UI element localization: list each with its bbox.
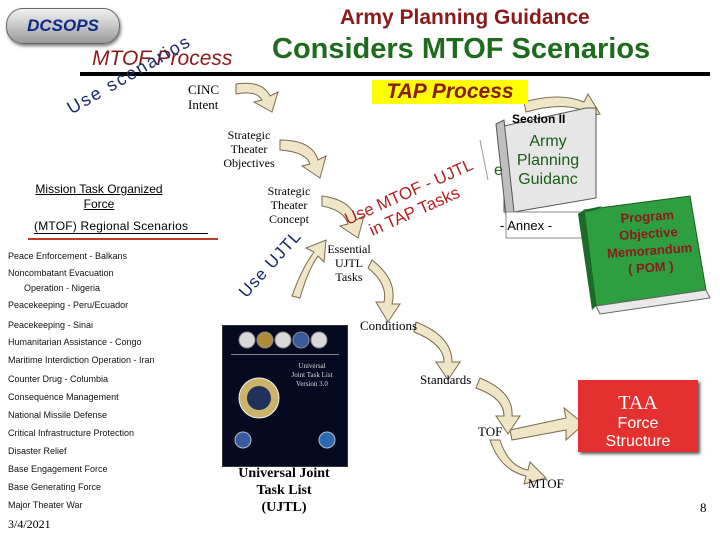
scenario-panel-header: [28, 178, 218, 238]
seal-icon: [274, 331, 292, 349]
apg-book-title-end: e: [494, 162, 503, 179]
taa-box: TAA Force Structure: [578, 380, 698, 452]
page-title: Considers MTOF Scenarios: [272, 33, 651, 65]
arrow-tof: [509, 406, 585, 442]
list-item: Base Generating Force: [8, 482, 102, 492]
arrow-tasks: [367, 259, 401, 323]
ujtl-book-cover: Universal Joint Task List Version 3.0: [222, 325, 348, 467]
date-label: 3/4/2021: [8, 517, 51, 531]
arrow-mtof: [489, 439, 547, 485]
ujtl-cover-title: Universal Joint Task List Version 3.0: [291, 362, 333, 388]
mtof-label: MTOF: [528, 476, 564, 491]
scenario-panel-edge: [0, 178, 28, 240]
annex-label: - Annex -: [500, 218, 553, 233]
list-item: Counter Drug - Columbia: [8, 374, 109, 384]
list-item: Operation - Nigeria: [24, 283, 101, 293]
list-item: Peace Enforcement - Balkans: [8, 251, 128, 261]
ujtl-cover-art: [231, 331, 339, 449]
list-item: Critical Infrastructure Protection: [8, 428, 135, 438]
scenario-panel-inner: [0, 240, 218, 498]
list-item: Major Theater War: [8, 500, 83, 510]
standards-label: Standards: [420, 372, 472, 387]
strategic-objectives-label: Strategic Theater Objectives: [223, 128, 275, 170]
taa-title: TAA: [618, 392, 658, 414]
scenario-subheading: (MTOF) Regional Scenarios: [34, 219, 189, 233]
list-item: National Missile Defense: [8, 410, 108, 420]
ujtl-book-title: Universal Joint Task List (UJTL): [238, 466, 330, 515]
seal-icon: [310, 331, 328, 349]
seal-icon: [292, 331, 310, 349]
cinc-intent-label: CINC Intent: [188, 82, 220, 112]
scenario-heading: Mission Task Organized Force: [35, 182, 163, 211]
arrow-cinc: [235, 82, 279, 113]
tof-label: TOF: [478, 424, 503, 439]
list-item: Base Engagement Force: [8, 464, 108, 474]
arrow-standards: [475, 377, 521, 435]
essential-tasks-label: Essential UJTL Tasks: [327, 242, 371, 284]
arrow-objectives: [279, 139, 327, 179]
list-item: Disaster Relief: [8, 446, 67, 456]
section-ii-label: Section II: [512, 112, 566, 126]
list-item: Consequence Management: [8, 392, 119, 402]
header-title: Army Planning Guidance: [340, 6, 590, 29]
list-item: Peacekeeping - Sinai: [8, 320, 94, 330]
arrow-conditions: [413, 321, 461, 381]
seal-icon: [238, 331, 256, 349]
pom-book-title: Program Objective Memorandum ( POM ): [606, 207, 693, 277]
arrow-ujtl-up: [291, 239, 327, 299]
list-item: Maritime Interdiction Operation - Iran: [8, 355, 155, 365]
list-item: Noncombatant Evacuation: [8, 268, 114, 278]
list-item: Humanitarian Assistance - Congo: [8, 337, 142, 347]
dcsops-label: DCSOPS: [27, 16, 99, 35]
tap-process-label: TAP Process: [372, 80, 528, 104]
conditions-label: Conditions: [360, 318, 418, 333]
mtof-process-label: MTOF Process: [92, 47, 233, 70]
pom-book-shape: [578, 195, 711, 315]
title-divider: [80, 72, 710, 76]
taa-subtitle: Force Structure: [605, 415, 671, 450]
seal-icon: [234, 431, 252, 449]
dcsops-badge: DCSOPS: [6, 8, 120, 44]
seal-icon: [256, 331, 274, 349]
arrow-concept: [321, 195, 365, 239]
subheading-underline: [34, 233, 208, 234]
seal-icon: [318, 431, 336, 449]
strategic-concept-label: Strategic Theater Concept: [267, 184, 311, 226]
page-number: 8: [700, 500, 707, 515]
apg-book-title: Army Planning Guidanc: [516, 133, 580, 188]
list-item: Peacekeeping - Peru/Ecuador: [8, 300, 129, 310]
